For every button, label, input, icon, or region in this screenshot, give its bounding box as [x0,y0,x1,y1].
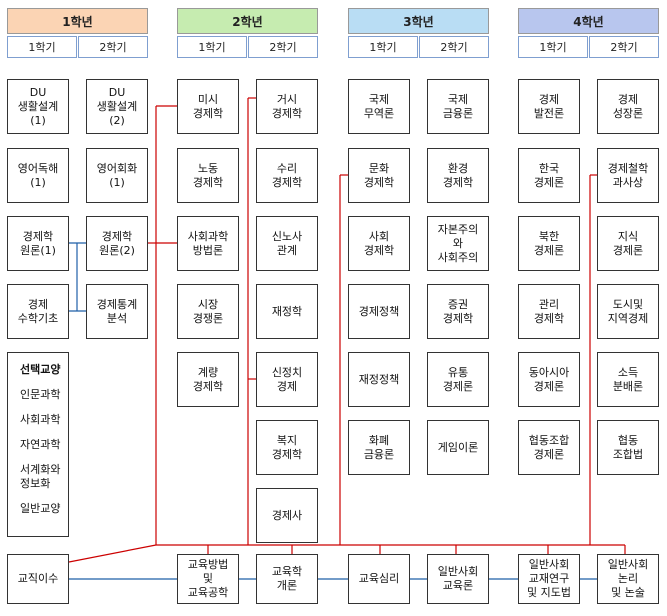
semester-label: 1학기 [7,36,77,58]
course-principles-economics-2[interactable]: 경제학 원론(2) [86,216,148,271]
year-header-2: 2학년 [177,8,318,34]
course-du-life-design-2[interactable]: DU 생활설계 (2) [86,79,148,134]
semester-label: 2학기 [419,36,489,58]
course-labor-economics[interactable]: 노동 경제학 [177,148,239,203]
semester-label: 2학기 [248,36,318,58]
course-principles-economics-1[interactable]: 경제학 원론(1) [7,216,69,271]
course-urban-regional-economics[interactable]: 도시및 지역경제 [597,284,659,339]
elective-item: 자연과학 [20,438,61,451]
teaching-certification[interactable]: 교직이수 [7,554,69,604]
course-economic-philosophy[interactable]: 경제철학 과사상 [597,148,659,203]
course-korean-economy[interactable]: 한국 경제론 [518,148,580,203]
course-social-economics[interactable]: 사회 경제학 [348,216,410,271]
course-managerial-economics[interactable]: 관리 경제학 [518,284,580,339]
course-microeconomics[interactable]: 미시 경제학 [177,79,239,134]
elective-item: 사회과학 [20,413,61,426]
semester-label: 1학기 [518,36,588,58]
course-political-economy[interactable]: 신정치 경제 [256,352,318,407]
course-educational-methods[interactable]: 교육방법 및 교육공학 [177,554,239,604]
course-fiscal-policy[interactable]: 재정정책 [348,352,410,407]
course-north-korean-economy[interactable]: 북한 경제론 [518,216,580,271]
course-economic-history[interactable]: 경제사 [256,488,318,543]
course-economic-policy[interactable]: 경제정책 [348,284,410,339]
course-english-conversation-1[interactable]: 영어회화 (1) [86,148,148,203]
course-money-banking[interactable]: 화폐 금융론 [348,420,410,475]
course-mathematical-economics[interactable]: 수리 경제학 [256,148,318,203]
course-income-distribution[interactable]: 소득 분배론 [597,352,659,407]
course-math-foundations[interactable]: 경제 수학기초 [7,284,69,339]
course-international-finance[interactable]: 국제 금융론 [427,79,489,134]
course-intro-education[interactable]: 교육학 개론 [256,554,318,604]
elective-item: 일반교양 [20,502,61,515]
prerequisite-line [68,544,157,563]
course-cultural-economics[interactable]: 문화 경제학 [348,148,410,203]
semester-label: 1학기 [177,36,247,58]
course-labor-relations[interactable]: 신노사 관계 [256,216,318,271]
course-market-competition[interactable]: 시장 경쟁론 [177,284,239,339]
course-public-finance[interactable]: 재정학 [256,284,318,339]
course-game-theory[interactable]: 게임이론 [427,420,489,475]
course-growth-theory[interactable]: 경제 성장론 [597,79,659,134]
course-english-reading-1[interactable]: 영어독해 (1) [7,148,69,203]
year-header-3: 3학년 [348,8,489,34]
course-cooperative-economics[interactable]: 협동조합 경제론 [518,420,580,475]
course-environmental-economics[interactable]: 환경 경제학 [427,148,489,203]
course-east-asian-economy[interactable]: 동아시아 경제론 [518,352,580,407]
elective-item: 인문과학 [20,388,61,401]
course-cooperative-law[interactable]: 협동 조합법 [597,420,659,475]
course-development-economics[interactable]: 경제 발전론 [518,79,580,134]
semester-label: 2학기 [78,36,148,58]
course-social-studies-education[interactable]: 일반사회 교육론 [427,554,489,604]
year-header-4: 4학년 [518,8,659,34]
elective-item: 서계화와 정보화 [20,463,61,490]
course-educational-psychology[interactable]: 교육심리 [348,554,410,604]
course-social-studies-logic[interactable]: 일반사회 논리 및 논술 [597,554,659,604]
course-macroeconomics[interactable]: 거시 경제학 [256,79,318,134]
course-capitalism-socialism[interactable]: 자본주의 와 사회주의 [427,216,489,271]
course-international-trade[interactable]: 국제 무역론 [348,79,410,134]
year-header-1: 1학년 [7,8,148,34]
course-econometrics[interactable]: 계량 경제학 [177,352,239,407]
course-securities-economics[interactable]: 증권 경제학 [427,284,489,339]
course-social-science-methods[interactable]: 사회과학 방법론 [177,216,239,271]
electives-title: 선택교양 [20,363,61,376]
course-economic-statistics[interactable]: 경제통계 분석 [86,284,148,339]
electives-box: 선택교양 인문과학 사회과학 자연과학 서계화와 정보화 일반교양 [7,352,69,537]
course-social-studies-materials[interactable]: 일반사회 교재연구 및 지도법 [518,554,580,604]
semester-label: 1학기 [348,36,418,58]
semester-label: 2학기 [589,36,659,58]
course-welfare-economics[interactable]: 복지 경제학 [256,420,318,475]
course-knowledge-economy[interactable]: 지식 경제론 [597,216,659,271]
course-distribution-economics[interactable]: 유통 경제론 [427,352,489,407]
course-du-life-design-1[interactable]: DU 생활설계 (1) [7,79,69,134]
